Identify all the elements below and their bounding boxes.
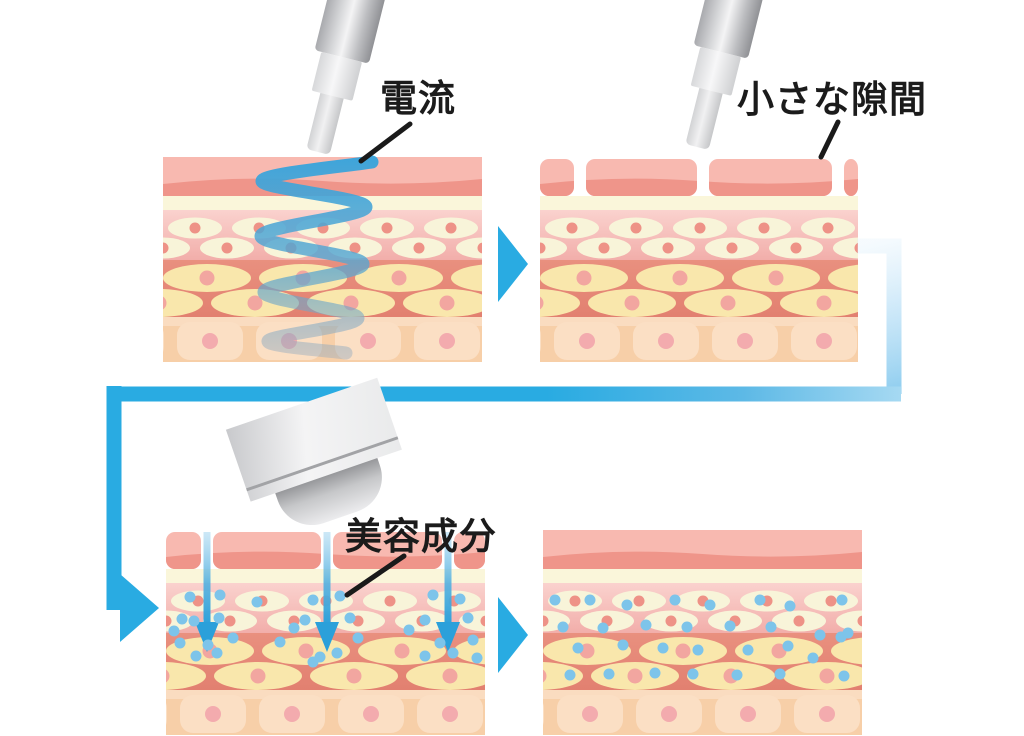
label-pointer-line bbox=[358, 121, 413, 164]
skin-panel-skin-absorbed bbox=[543, 530, 862, 735]
label-beauty-ingredients: 美容成分 bbox=[345, 515, 497, 558]
skin-panel-skin-current bbox=[163, 157, 482, 362]
flow-arrow-icon bbox=[498, 226, 528, 302]
pen-tip bbox=[306, 92, 344, 155]
pen-tip bbox=[685, 87, 723, 150]
label-electric-current: 電流 bbox=[380, 77, 456, 120]
label-small-gaps: 小さな隙間 bbox=[737, 78, 927, 121]
label-pointer-line bbox=[818, 119, 841, 160]
skin-panel-skin-serum-in bbox=[166, 530, 485, 735]
connector-arrowhead bbox=[120, 574, 159, 642]
flow-arrow-icon bbox=[498, 597, 528, 673]
skin-panel-skin-gaps bbox=[540, 157, 858, 362]
